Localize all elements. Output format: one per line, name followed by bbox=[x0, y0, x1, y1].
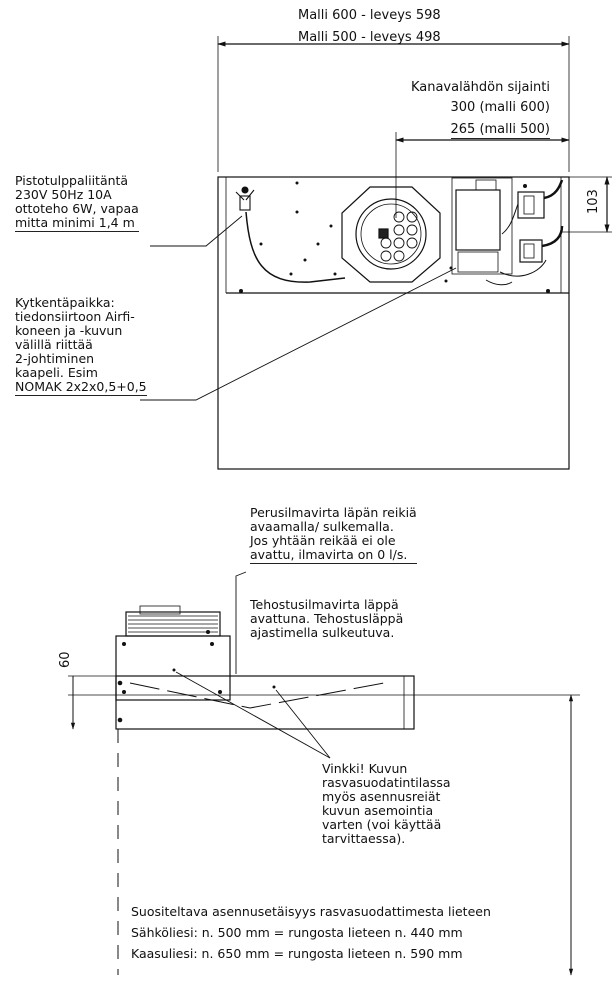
boost-info: Tehostusilmavirta läppä avattuna. Tehost… bbox=[250, 597, 404, 640]
connection-info: Kytkentäpaikka: tiedonsiirtoon Airfi- ko… bbox=[15, 295, 147, 396]
duct-location-600: 300 (malli 600) bbox=[450, 100, 551, 115]
top-view bbox=[140, 36, 612, 470]
connection-leader bbox=[140, 267, 457, 401]
electronics-box bbox=[455, 189, 501, 251]
dim-60-label: 60 bbox=[58, 651, 73, 668]
hood-body-side-view bbox=[115, 675, 415, 730]
duct-collar bbox=[355, 198, 427, 270]
grease-filter bbox=[129, 682, 385, 709]
side-view bbox=[68, 571, 580, 976]
airflow-info: Perusilmavirta läpän reikiä avaamalla/ s… bbox=[250, 505, 417, 564]
wire-bundle bbox=[543, 179, 564, 200]
plug-cable bbox=[245, 211, 346, 283]
width-label-500: Malli 500 - leveys 498 bbox=[298, 30, 441, 45]
width-label-600: Malli 600 - leveys 598 bbox=[298, 8, 441, 23]
tip-info: Vinkki! Kuvun rasvasuodatintilassa myös … bbox=[322, 761, 451, 846]
damper-knob bbox=[378, 228, 389, 239]
airflow-leader bbox=[235, 571, 247, 674]
plug-leader bbox=[150, 215, 243, 247]
hood-body-top-view bbox=[217, 176, 570, 470]
dim-103-label: 103 bbox=[586, 189, 601, 214]
tip-leader-1 bbox=[175, 671, 331, 759]
duct-location-title: Kanavalähdön sijainti bbox=[410, 80, 550, 95]
screw-dots bbox=[239, 181, 550, 293]
install-info: Suositeltava asennusetäisyys rasvasuodat… bbox=[131, 904, 491, 961]
tip-leader-2 bbox=[275, 689, 331, 759]
plug-icon bbox=[235, 186, 255, 211]
plug-info: Pistotulppaliitäntä 230V 50Hz 10A ottote… bbox=[15, 173, 139, 232]
damper-holes bbox=[380, 211, 418, 262]
duct-location-500: 265 (malli 500) bbox=[450, 122, 550, 139]
fan-plate bbox=[341, 186, 441, 283]
